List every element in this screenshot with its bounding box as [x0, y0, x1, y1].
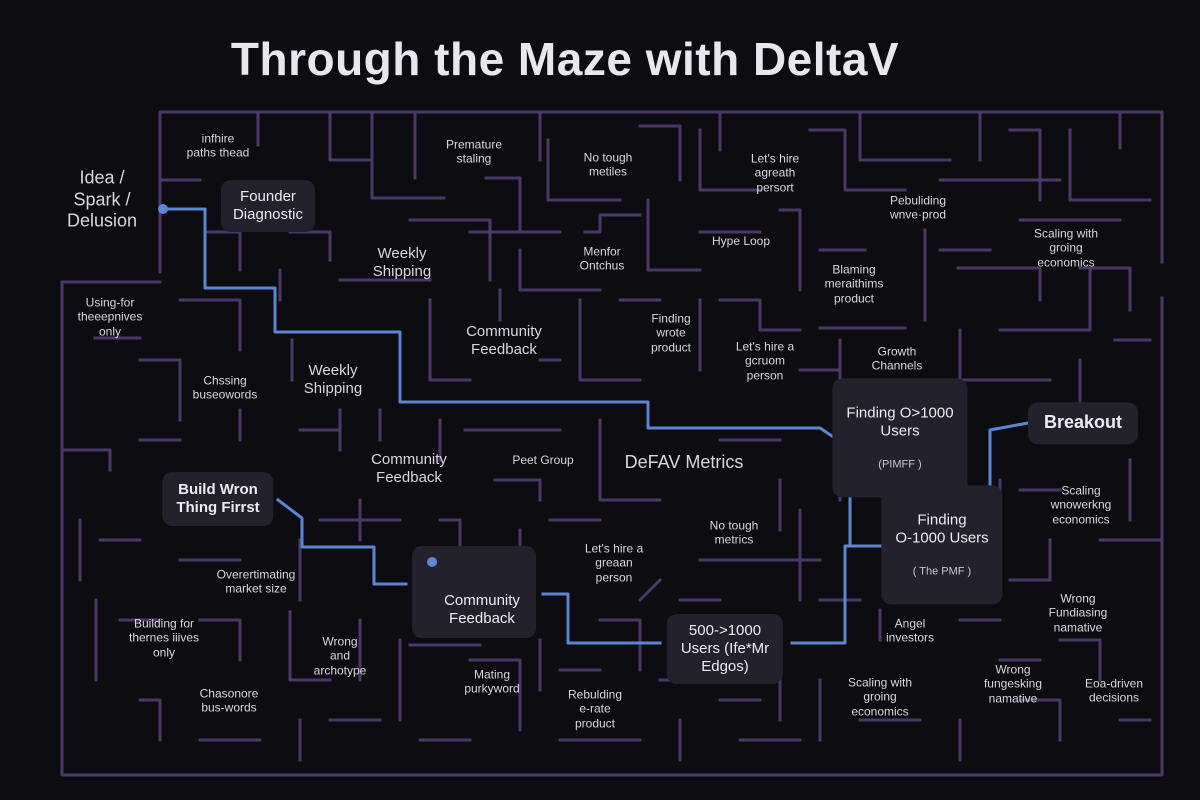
label-rebuilding-top: Pebuliding wnve·prod — [889, 193, 947, 222]
label-building-for: Building for thernes iiives only — [128, 616, 200, 660]
maze-wall — [203, 230, 242, 272]
node-finding-users-pmff: Finding O>1000 Users (PIMFF ) — [832, 378, 968, 498]
label-ego-driven: Eoa-driven decisions — [1084, 676, 1144, 705]
maze-wall — [778, 208, 802, 292]
maze-wall — [288, 610, 332, 682]
finding-users-pmf-sub: ( The PMF ) — [912, 565, 972, 578]
node-build-wrong-thing: Build Wron Thing Firrst — [162, 472, 274, 526]
label-angel-investors: Angel investors — [885, 616, 935, 645]
maze-wall — [808, 128, 907, 192]
label-chasonore: Chasonore bus-words — [199, 686, 259, 715]
label-weekly-shipping-2: Weekly Shipping — [303, 362, 363, 397]
maze-wall — [178, 298, 242, 352]
maze-wall — [998, 268, 1092, 332]
maze-wall — [858, 110, 952, 162]
maze-wall — [1068, 128, 1152, 202]
maze-wall — [637, 577, 663, 603]
solution-path — [541, 592, 662, 645]
label-scaling-top-right: Scaling with groing economics — [1033, 226, 1099, 270]
label-chasing-buzzwords: Chssing buseowords — [192, 373, 258, 402]
maze-wall — [698, 128, 762, 192]
maze-wall — [484, 176, 522, 232]
label-overestimating: Overertimating market size — [216, 567, 296, 596]
solution-path — [790, 544, 889, 645]
solution-path — [275, 497, 408, 586]
label-premature-scaling: Premature staling — [445, 137, 503, 166]
maze-wall — [428, 298, 472, 382]
label-wrong-fundraising-2: Wrong fungesking namative — [983, 662, 1043, 706]
label-weekly-shipping-1: Weekly Shipping — [372, 245, 432, 280]
maze-wall — [638, 124, 682, 182]
label-rebuilding-low: Rebulding e-rate product — [567, 687, 623, 731]
community-feedback-label: Community Feedback — [444, 592, 520, 627]
label-lets-hire-mid: Let's hire a gcruom person — [735, 339, 795, 383]
label-community-feedback-1: Community Feedback — [466, 323, 542, 358]
label-growth-channels: Growth Channels — [871, 344, 923, 373]
maze-wall — [60, 280, 1164, 777]
maze-wall — [138, 358, 182, 422]
maze-wall — [646, 198, 702, 272]
label-wrong-fundraising: Wrong Fundiasing namative — [1048, 591, 1108, 635]
start-label: Idea / Spark / Delusion — [66, 167, 138, 231]
maze-wall — [598, 418, 662, 502]
maze-wall — [493, 478, 542, 502]
start-dot — [158, 204, 168, 214]
solution-path — [161, 207, 838, 441]
community-feedback-dot — [427, 557, 438, 567]
label-mating-buzzword: Mating purkyword — [464, 667, 520, 696]
finding-users-pmff-sub: (PIMFF ) — [878, 458, 922, 471]
maze-wall — [370, 110, 446, 200]
maze-wall — [578, 298, 642, 382]
label-scaling-bottom: Scaling with groing economics — [847, 675, 913, 719]
maze-wall — [60, 448, 112, 472]
label-blaming: Blaming meraithims product — [824, 262, 884, 306]
diagram-title: Through the Maze with DeltaV — [230, 33, 900, 85]
maze-wall — [468, 658, 522, 732]
label-lets-hire-top: Let's hire agreath persort — [750, 151, 800, 195]
node-community-feedback: Community Feedback — [412, 546, 536, 638]
label-menfor: Menfor Ontchus — [579, 244, 625, 273]
maze-wall — [958, 328, 1052, 382]
label-no-tough-metrics-mid: No tough metrics — [709, 518, 759, 547]
node-founder-diagnostic: Founder Diagnostic — [220, 180, 316, 232]
maze-wall — [956, 266, 1042, 302]
node-breakout: Breakout — [1027, 402, 1139, 444]
label-defav-metrics: DeFAV Metrics — [624, 452, 744, 473]
maze-wall — [1018, 698, 1062, 742]
maze-wall — [158, 110, 1164, 274]
maze-wall — [546, 138, 622, 202]
finding-users-pmff-label: Finding O>1000 Users — [846, 404, 954, 440]
maze-wall — [1008, 128, 1042, 202]
maze-wall — [598, 618, 642, 672]
label-lets-hire-low: Let's hire a greaan person — [584, 541, 644, 585]
maze-wall — [718, 298, 802, 332]
label-wrong-archetype: Wrong and archotype — [313, 634, 367, 678]
maze-wall — [138, 698, 162, 742]
label-community-feedback-2: Community Feedback — [371, 451, 447, 486]
maze-wall — [408, 218, 492, 282]
finding-users-pmf-label: Finding O-1000 Users — [895, 511, 989, 547]
node-500-1000-users: 500->1000 Users (Ife*Mr Edgos) — [666, 614, 784, 684]
label-no-tough-metrics-top: No tough metiles — [583, 150, 633, 179]
label-using-for: Using-for theeepnives only — [77, 295, 143, 339]
label-infhire: infhire paths thead — [186, 131, 250, 160]
maze-wall — [328, 110, 374, 162]
node-finding-users-pmf: Finding O-1000 Users ( The PMF ) — [881, 485, 1003, 605]
label-peer-group: Peet Group — [512, 452, 574, 467]
maze-wall — [1058, 638, 1102, 682]
maze-wall — [288, 230, 332, 262]
maze-wall — [583, 213, 642, 234]
label-hype-loop: Hype Loop — [711, 233, 771, 248]
maze-wall — [518, 248, 602, 292]
label-finding-wrong: Finding wrote product — [650, 311, 692, 355]
maze-wall — [1078, 266, 1132, 312]
maze-wall — [198, 618, 242, 662]
label-scaling-mid-right: Scaling wnowerkng economics — [1050, 483, 1112, 527]
